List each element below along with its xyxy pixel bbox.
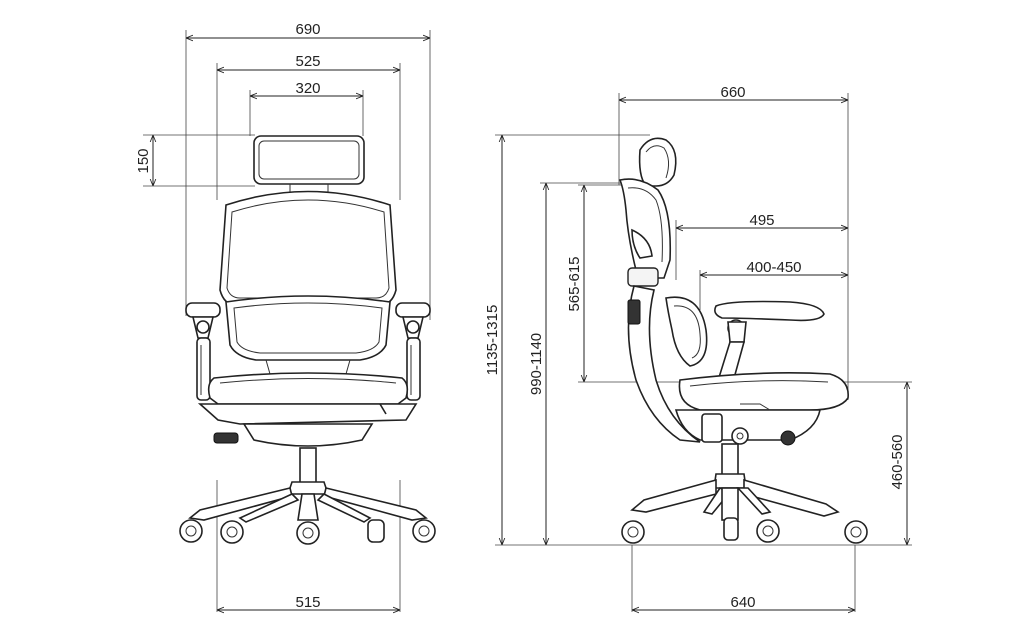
front-armrest-right [395,302,431,401]
dim-headrest-width: 320 [295,80,320,97]
dim-headrest-height: 150 [135,148,152,173]
dim-overall-width: 690 [295,21,320,38]
dim-seat-height: 460-560 [889,434,906,489]
dim-back-height: 990-1140 [528,333,545,395]
side-casters [621,517,868,544]
side-backrest [618,178,672,279]
dim-base-depth: 640 [730,594,755,611]
front-extension-lines [143,30,431,612]
side-spine [627,285,701,443]
front-casters [179,519,436,545]
side-seat [678,372,849,411]
front-base [188,481,428,523]
front-lumbar [225,295,391,361]
side-lumbar [665,296,708,367]
side-chair [618,137,868,544]
dim-overall-depth: 660 [720,84,745,101]
dim-back-to-front: 495 [749,212,774,229]
dim-armrest-width: 525 [295,53,320,70]
front-seat [207,372,409,405]
dim-total-height: 1135-1315 [484,305,501,376]
front-headrest [253,135,365,185]
side-base [630,473,840,521]
front-backrest [219,190,397,306]
side-gas-cylinder [721,443,739,479]
side-view: 660 495 400-450 1135-1315 990-1140 565-6… [484,84,912,612]
front-armrest-left [185,302,221,401]
front-chair [179,135,436,545]
dim-armrest-depth: 400-450 [746,259,801,276]
dim-backrest-height: 565-615 [566,256,583,311]
front-mechanism [242,423,374,447]
side-dimension-lines [502,100,907,610]
dim-base-width: 515 [295,594,320,611]
front-gas-cylinder [299,447,317,487]
front-view: 690 525 320 150 465 515 [135,21,436,612]
